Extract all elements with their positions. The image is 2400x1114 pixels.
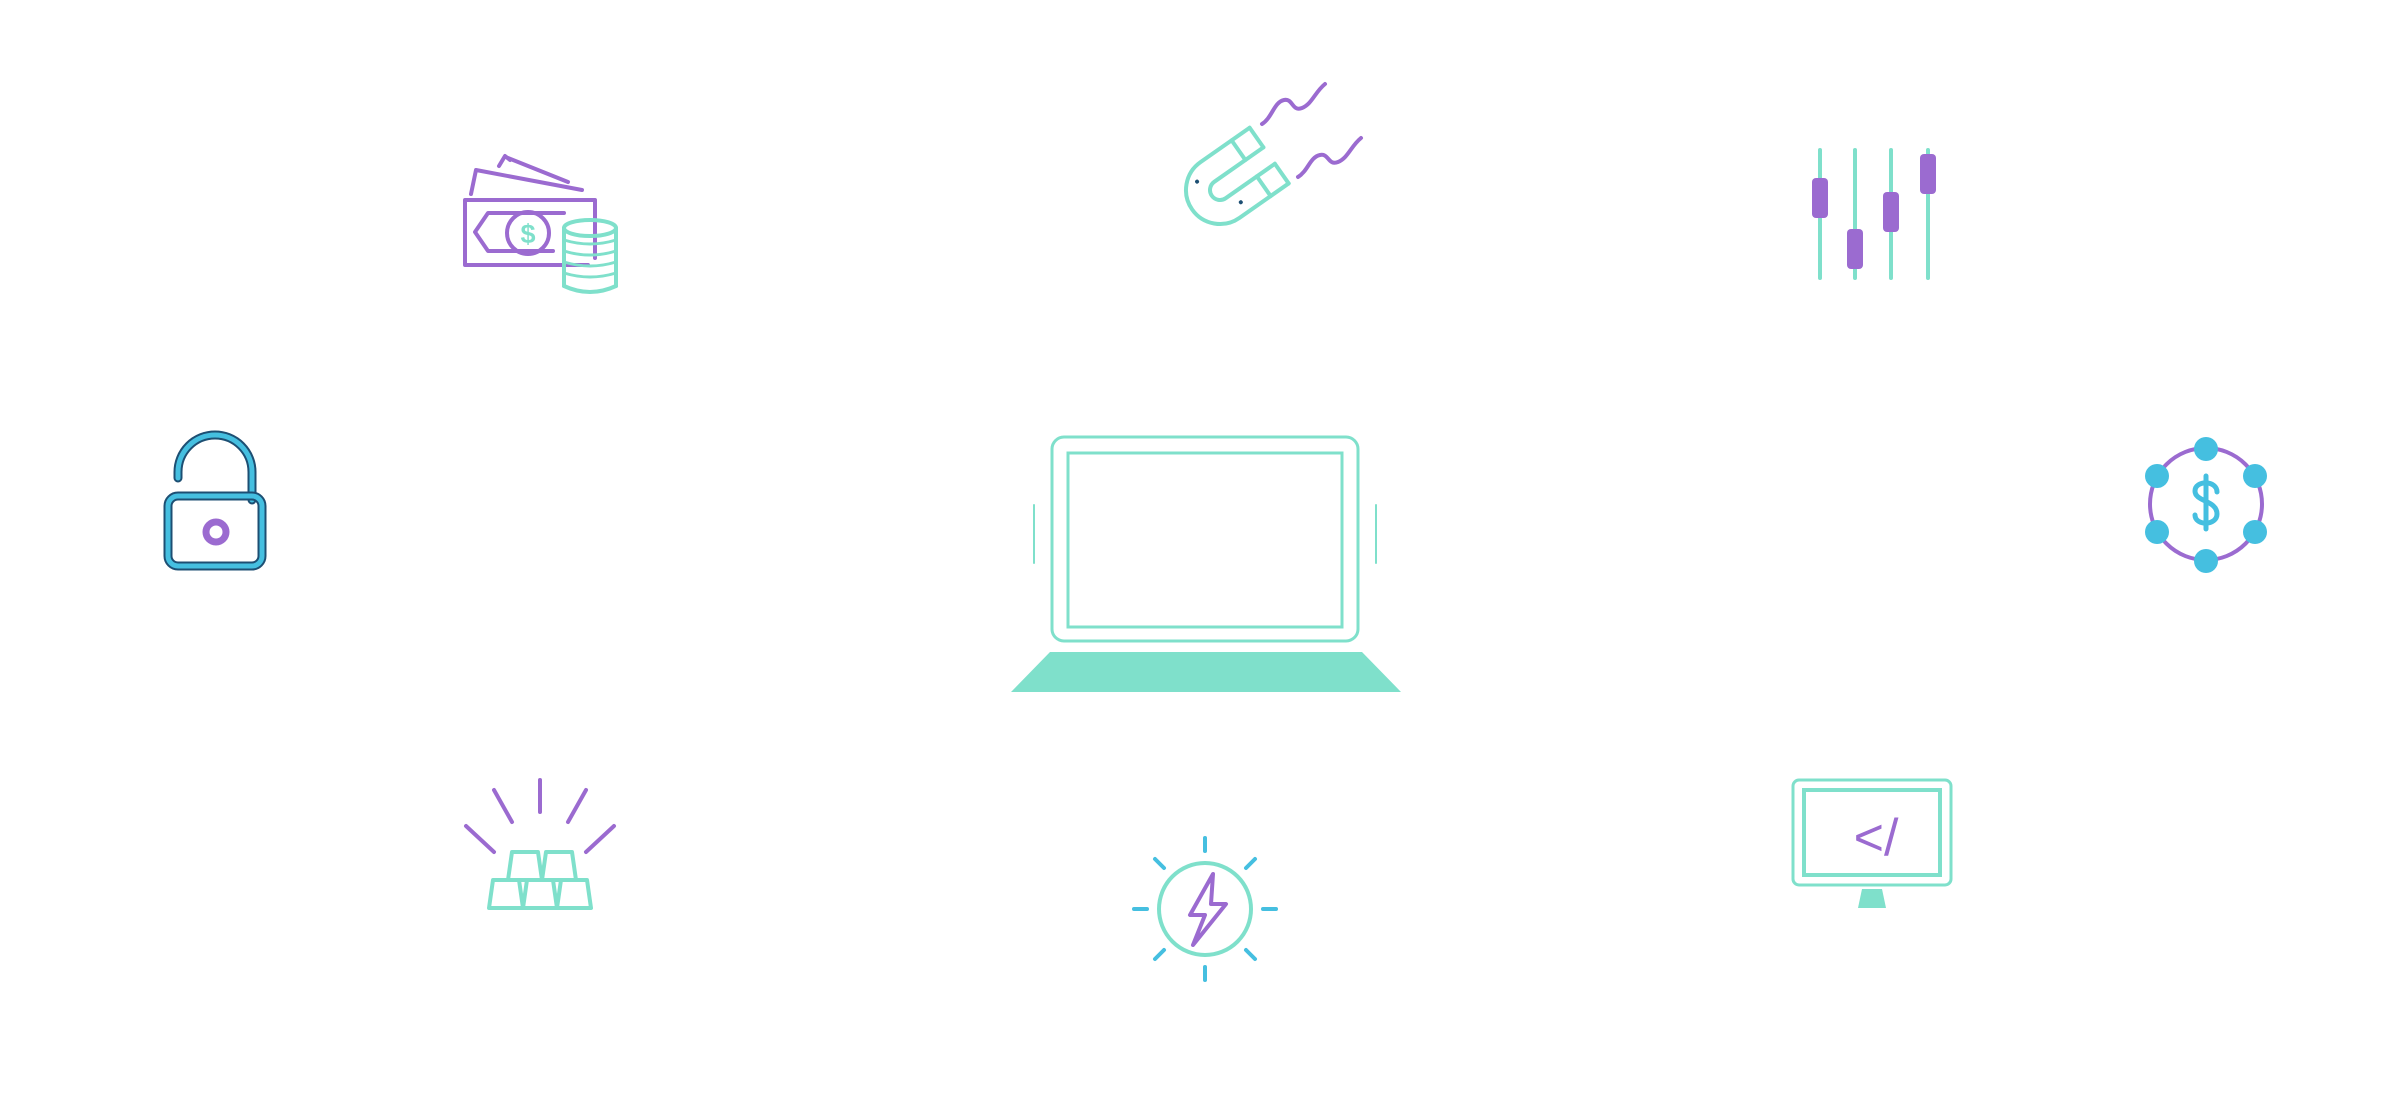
gold-bars-icon: [464, 778, 616, 910]
lightning-bulb-icon: [1132, 836, 1278, 982]
equalizer-sliders-icon: [1812, 148, 1936, 280]
svg-text:$: $: [520, 219, 535, 249]
dollar-network-icon: [2145, 437, 2267, 573]
code-symbol-text: </: [1854, 809, 1899, 867]
monitor-code-icon: </: [1791, 778, 1953, 908]
open-padlock-icon: [163, 430, 267, 571]
magnet-icon: [1184, 82, 1363, 226]
laptop-icon: [1011, 435, 1401, 692]
money-stack-coins-icon: $: [463, 154, 618, 294]
